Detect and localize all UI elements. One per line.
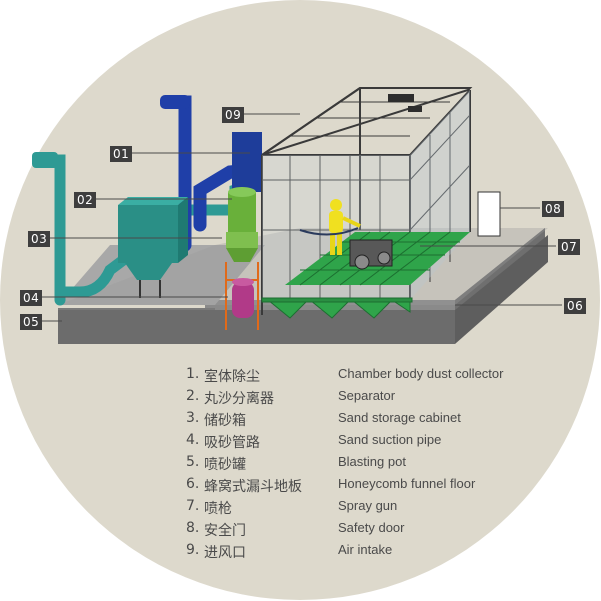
callout-06: 06 xyxy=(564,298,586,314)
separator-unit xyxy=(226,187,258,262)
legend-en-label: Safety door xyxy=(338,520,405,535)
legend-en-label: Sand storage cabinet xyxy=(338,410,461,425)
legend-cn-label: 喷砂罐 xyxy=(204,454,246,474)
legend-en-label: Air intake xyxy=(338,542,392,557)
legend-en-label: Chamber body dust collector xyxy=(338,366,503,381)
callout-01: 01 xyxy=(110,146,132,162)
legend-row: 6. 蜂窝式漏斗地板 Honeycomb funnel floor xyxy=(180,476,540,496)
legend-number: 9. xyxy=(186,542,204,558)
legend-en-label: Honeycomb funnel floor xyxy=(338,476,475,491)
legend-row: 3. 储砂箱 Sand storage cabinet xyxy=(180,410,540,430)
duct-cap xyxy=(32,152,58,168)
legend-number: 4. xyxy=(186,432,204,448)
callout-07: 07 xyxy=(558,239,580,255)
legend-en-label: Separator xyxy=(338,388,395,403)
legend-row: 7. 喷枪 Spray gun xyxy=(180,498,540,518)
legend-number: 5. xyxy=(186,454,204,470)
legend-cn-label: 储砂箱 xyxy=(204,410,246,430)
air-intake-vent xyxy=(408,106,422,112)
legend-number: 2. xyxy=(186,388,204,404)
legend-number: 7. xyxy=(186,498,204,514)
callout-02: 02 xyxy=(74,192,96,208)
legend-row: 2. 丸沙分离器 Separator xyxy=(180,388,540,408)
legend-cn-label: 吸砂管路 xyxy=(204,432,260,452)
callout-04: 04 xyxy=(20,290,42,306)
workpiece xyxy=(350,240,392,269)
air-intake-vent xyxy=(388,94,414,102)
callout-09: 09 xyxy=(222,107,244,123)
legend-row: 1. 室体除尘 Chamber body dust collector xyxy=(180,366,540,386)
legend-en-label: Sand suction pipe xyxy=(338,432,441,447)
blasting-pot xyxy=(232,278,254,318)
legend-cn-label: 蜂窝式漏斗地板 xyxy=(204,476,302,496)
legend-row: 8. 安全门 Safety door xyxy=(180,520,540,540)
blue-duct-cap xyxy=(160,95,190,109)
fan-box xyxy=(232,132,262,192)
callout-03: 03 xyxy=(28,231,50,247)
legend-en-label: Blasting pot xyxy=(338,454,406,469)
legend-cn-label: 丸沙分离器 xyxy=(204,388,274,408)
legend-cn-label: 进风口 xyxy=(204,542,246,562)
legend-number: 1. xyxy=(186,366,204,382)
legend-row: 9. 进风口 Air intake xyxy=(180,542,540,562)
legend-row: 5. 喷砂罐 Blasting pot xyxy=(180,454,540,474)
legend-number: 6. xyxy=(186,476,204,492)
legend-number: 3. xyxy=(186,410,204,426)
legend-row: 4. 吸砂管路 Sand suction pipe xyxy=(180,432,540,452)
legend-cn-label: 安全门 xyxy=(204,520,246,540)
legend-number: 8. xyxy=(186,520,204,536)
callout-05: 05 xyxy=(20,314,42,330)
legend-en-label: Spray gun xyxy=(338,498,397,513)
legend-cn-label: 喷枪 xyxy=(204,498,232,518)
safety-door xyxy=(478,192,500,236)
callout-08: 08 xyxy=(542,201,564,217)
legend-cn-label: 室体除尘 xyxy=(204,366,260,386)
